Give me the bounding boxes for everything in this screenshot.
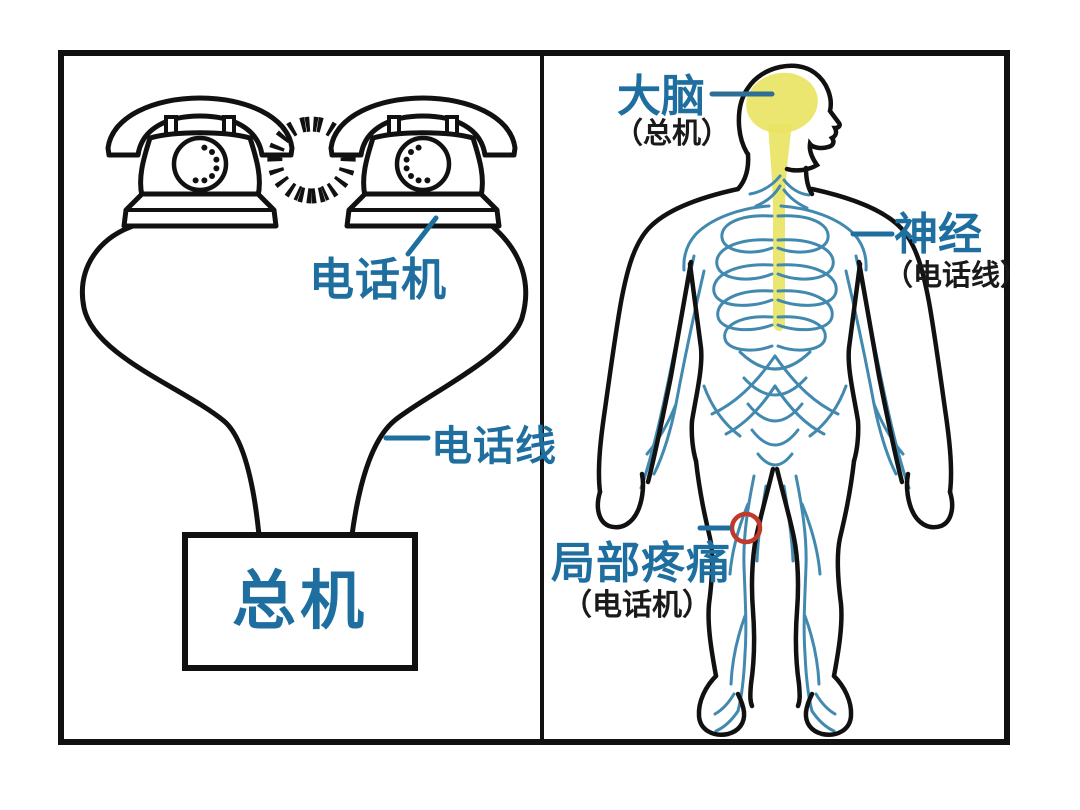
telephone-icon-left [108, 98, 348, 226]
right-phone-cord [349, 223, 529, 538]
nervous-system-panel [595, 63, 1004, 739]
nerve-sub-label: （电话线） [884, 260, 1030, 292]
brain-sub-label: （总机） [614, 118, 731, 150]
pain-sub-label: （电话机） [562, 589, 712, 622]
telephone-icon-right [275, 98, 515, 226]
telephone-label: 电话机 [309, 254, 448, 305]
phone-line-label: 电话线 [431, 423, 557, 469]
telephone-label-pointer [405, 215, 439, 257]
brain-icon [746, 72, 818, 134]
nerve-label: 神经 [894, 210, 982, 259]
head-outline [736, 63, 842, 173]
switchboard-label: 总机 [232, 564, 368, 637]
brain-label: 大脑 [617, 72, 705, 121]
panel-divider [540, 50, 544, 745]
brain-and-spinal-cord [746, 72, 818, 331]
nerve-network [639, 174, 911, 733]
left-phone-cord [80, 221, 262, 538]
pain-spot-circle [729, 511, 763, 545]
pain-label: 局部疼痛 [551, 539, 731, 588]
spinal-cord [768, 124, 792, 331]
human-figure-outline [595, 63, 952, 735]
switchboard-box [182, 532, 418, 671]
telephone-system-panel [80, 56, 529, 671]
